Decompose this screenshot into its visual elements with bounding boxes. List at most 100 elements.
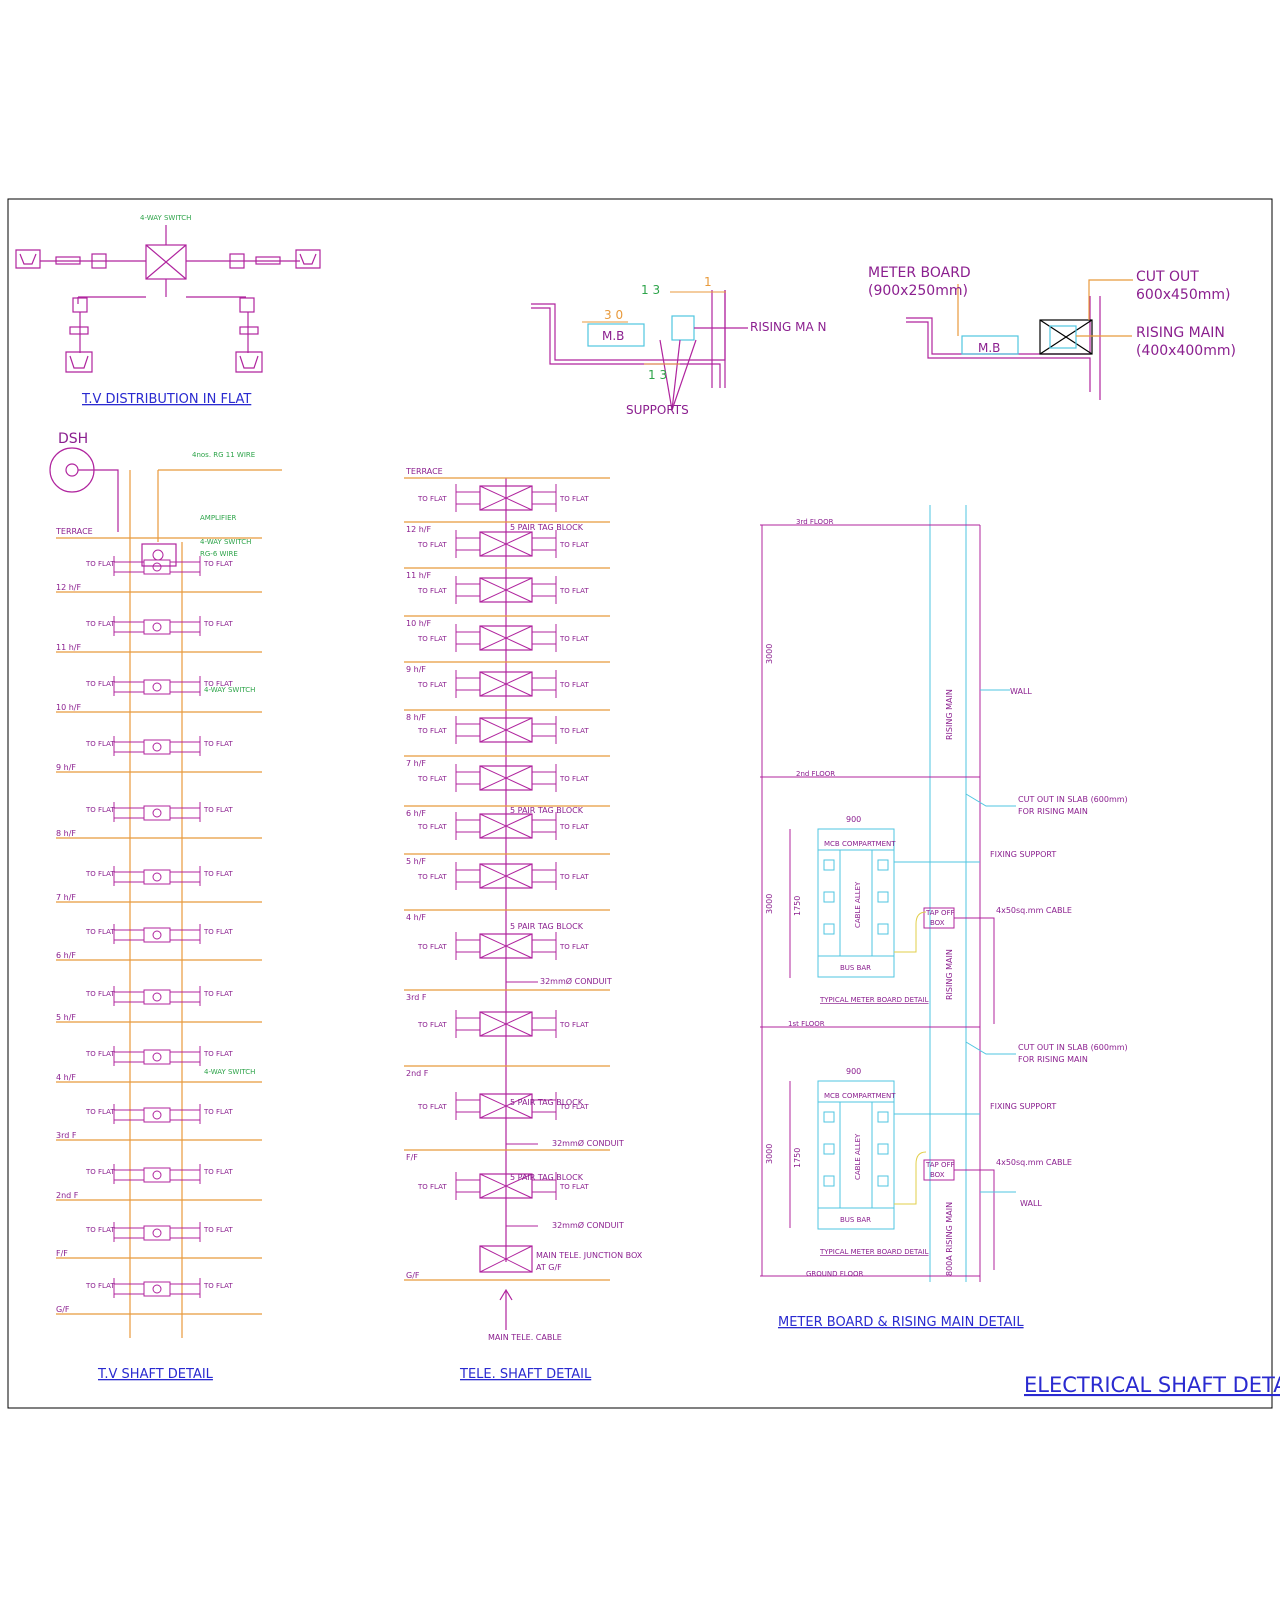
to-flat-label: TO FLAT: [85, 1226, 115, 1234]
rising-main-label: RISING MAIN: [945, 949, 954, 1000]
rising-main-label: RISING MAIN: [945, 689, 954, 740]
rising-main-label: RISING MA N: [750, 320, 826, 334]
to-flat-label: TO FLAT: [559, 681, 589, 689]
tag-block-cross: [479, 863, 533, 889]
tag-block-box: [479, 1173, 533, 1199]
to-flat-label: TO FLAT: [85, 1282, 115, 1290]
tele-outlet-lines: [455, 530, 557, 558]
tele-outlet-lines: [455, 862, 557, 890]
splitter-icon: [152, 1284, 162, 1294]
cable-label-2: 4x50sq.mm CABLE: [996, 1158, 1072, 1167]
to-flat-label: TO FLAT: [559, 1103, 589, 1111]
tele-outlet-lines: [455, 812, 557, 840]
tap-off-label-2: TAP OFF: [925, 1161, 955, 1169]
cut-out-size: 600x450mm): [1136, 287, 1230, 303]
tv-terrace-label: TERRACE: [55, 527, 93, 536]
junction-box: [479, 1245, 533, 1273]
cable-label: 4x50sq.mm CABLE: [996, 906, 1072, 915]
box-label-2: BOX: [930, 1171, 945, 1179]
splitter-icon: [152, 1110, 162, 1120]
tv-outlet-lines: [113, 736, 201, 756]
tele-shaft-title: TELE. SHAFT DETAIL: [459, 1367, 592, 1382]
splitter-icon: [152, 1228, 162, 1238]
dim-3000: 3000: [765, 644, 774, 664]
to-flat-label: TO FLAT: [559, 943, 589, 951]
mb-box: [961, 335, 1019, 355]
floor-label: F/F: [56, 1249, 68, 1258]
dim-3000: 3000: [765, 1144, 774, 1164]
to-flat-label: TO FLAT: [203, 870, 233, 878]
floor-label: 3rd F: [56, 1131, 77, 1140]
tv-outlet-lines: [113, 616, 201, 636]
typical-label-2: TYPICAL METER BOARD DETAIL: [819, 1248, 929, 1256]
switch-label-2: 4-WAY SWITCH: [204, 686, 255, 694]
drawing-frame: [7, 198, 1273, 1409]
tag-block-label: 5 PAIR TAG BLOCK: [510, 1173, 584, 1182]
to-flat-label: TO FLAT: [417, 587, 447, 595]
tag-block-cross: [479, 1093, 533, 1119]
tag-block-label: 5 PAIR TAG BLOCK: [510, 806, 584, 815]
tele-outlet-lines: [455, 484, 557, 512]
busbar-label-2: BUS BAR: [840, 1216, 871, 1224]
floor-label: 10 h/F: [56, 703, 81, 712]
meter-board-title: METER BOARD & RISING MAIN DETAIL: [778, 1315, 1024, 1330]
floor-label: 4 h/F: [56, 1073, 76, 1082]
to-flat-label: TO FLAT: [559, 873, 589, 881]
splitter-icon: [152, 622, 162, 632]
to-flat-label: TO FLAT: [85, 620, 115, 628]
splitter-icon: [152, 930, 162, 940]
tag-block-box: [479, 531, 533, 557]
splitter-box: [143, 989, 171, 1005]
splitter-icon: [152, 1052, 162, 1062]
tv-set-icon: [15, 249, 41, 269]
dim-1750: 1750: [793, 1148, 802, 1168]
fixing-support-label: FIXING SUPPORT: [990, 850, 1056, 859]
rising-main-section: [531, 290, 748, 411]
tv-outlet-lines: [113, 676, 201, 696]
busbar-label: BUS BAR: [840, 964, 871, 972]
meter-icon: [823, 1111, 835, 1123]
tag-block-box: [479, 1093, 533, 1119]
tele-outlet-lines: [455, 716, 557, 744]
to-flat-label: TO FLAT: [559, 823, 589, 831]
tap-off-label: TAP OFF: [925, 909, 955, 917]
tele-outlet-lines: [455, 670, 557, 698]
floor-first-label: 1st FLOOR: [788, 1020, 825, 1028]
tele-floor-label: 11 h/F: [406, 571, 431, 580]
floor-label: 2nd F: [56, 1191, 79, 1200]
dish-cable: [78, 469, 119, 532]
tag-block-label: 5 PAIR TAG BLOCK: [510, 922, 584, 931]
to-flat-label: TO FLAT: [203, 740, 233, 748]
tag-block-cross: [479, 1173, 533, 1199]
cutout-note: CUT OUT IN SLAB (600mm): [1018, 795, 1128, 804]
floor-label: 6 h/F: [56, 951, 76, 960]
to-flat-label: TO FLAT: [417, 635, 447, 643]
tv-socket-icon: [72, 297, 88, 313]
to-flat-label: TO FLAT: [559, 541, 589, 549]
tv-outlet-lines: [113, 866, 201, 886]
amplifier-icon: [152, 549, 164, 561]
tv-outlet-lines: [113, 1104, 201, 1124]
tv-set-icon: [235, 351, 263, 373]
splitter-box: [143, 869, 171, 885]
floor-top-label: 3rd FLOOR: [796, 518, 834, 526]
tv-outlet-lines: [113, 1164, 201, 1184]
tv-outlet-lines: [113, 802, 201, 822]
cable-alley-label-2: CABLE ALLEY: [854, 1133, 862, 1180]
cutout-note-2: FOR RISING MAIN: [1018, 807, 1088, 816]
conduit-label: 32mmØ CONDUIT: [552, 1138, 624, 1148]
splitter-icon: [152, 872, 162, 882]
to-flat-label: TO FLAT: [203, 1050, 233, 1058]
to-flat-label: TO FLAT: [417, 1183, 447, 1191]
to-flat-label: TO FLAT: [559, 775, 589, 783]
tele-floor-label: 6 h/F: [406, 809, 426, 818]
to-flat-label: TO FLAT: [417, 1103, 447, 1111]
to-flat-label: TO FLAT: [203, 1226, 233, 1234]
main-cable-arrow: [499, 1288, 513, 1330]
floor-label: 8 h/F: [56, 829, 76, 838]
tv-outlet-lines: [113, 556, 201, 576]
rg6-label: RG-6 WIRE: [200, 550, 238, 558]
to-flat-label: TO FLAT: [559, 587, 589, 595]
